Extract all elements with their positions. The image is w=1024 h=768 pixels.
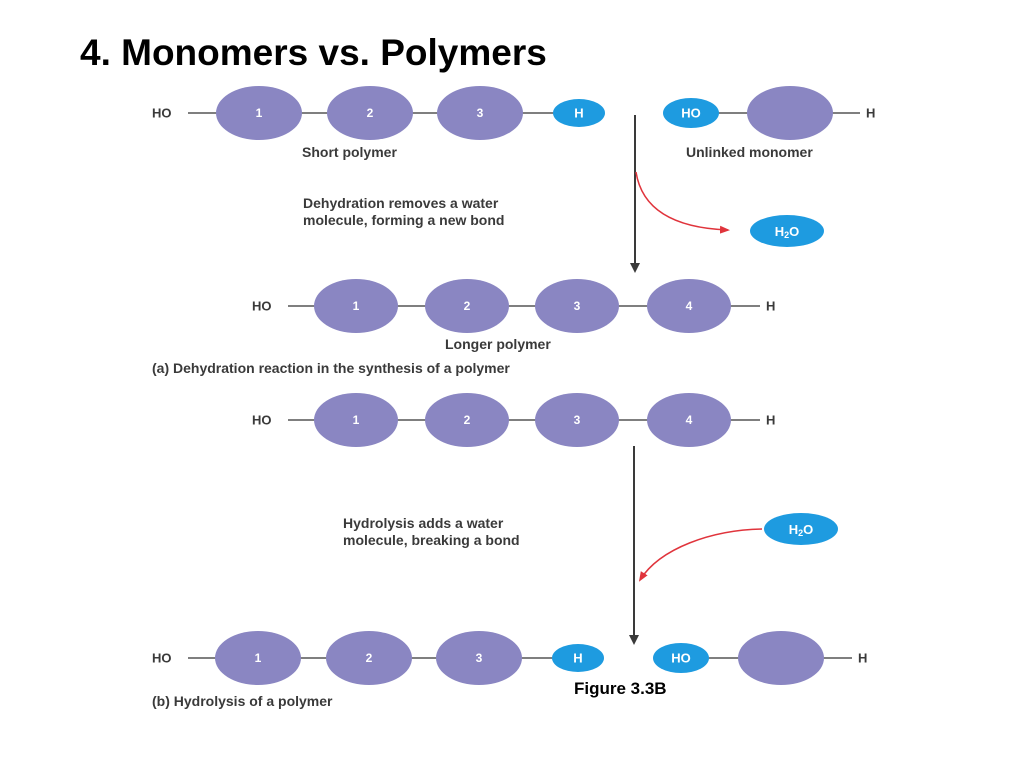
monomer-2 xyxy=(425,393,509,447)
water-addition-arrow xyxy=(638,528,763,582)
hydrolysis-description-line2: molecule, breaking a bond xyxy=(343,532,520,548)
monomer-2-label: 2 xyxy=(367,106,374,120)
water-molecule-label: H2O xyxy=(775,224,800,241)
monomer-3 xyxy=(535,279,619,333)
dehydration-description-line1: Dehydration removes a water xyxy=(303,195,499,211)
monomer-2-label: 2 xyxy=(464,413,471,427)
monomer-2 xyxy=(326,631,412,685)
hydroxyl-group xyxy=(663,98,719,128)
unlinked-monomer-right-end: H xyxy=(866,106,875,121)
product-monomer-circle xyxy=(738,631,824,685)
monomer-3-label: 3 xyxy=(574,413,581,427)
monomer-3 xyxy=(436,631,522,685)
monomer-1 xyxy=(314,279,398,333)
monomer-1-label: 1 xyxy=(256,106,263,120)
hydrolysis-product-monomer: HO H xyxy=(653,631,867,685)
unlinked-monomer-label: Unlinked monomer xyxy=(686,144,813,160)
hydrolysis-start-polymer: HO 1 2 3 4 H xyxy=(252,393,775,447)
panel-a-label: (a) Dehydration reaction in the synthesi… xyxy=(152,360,510,376)
longer-polymer-left-end: HO xyxy=(252,299,272,314)
figure-caption: Figure 3.3B xyxy=(574,679,667,698)
monomer-2-label: 2 xyxy=(366,651,373,665)
longer-polymer-right-end: H xyxy=(766,299,775,314)
monomer-4 xyxy=(647,279,731,333)
monomer-1 xyxy=(215,631,301,685)
longer-polymer: HO 1 2 3 4 H Longer polymer xyxy=(252,279,775,352)
start-polymer-right-end: H xyxy=(766,413,775,428)
water-molecule xyxy=(764,513,838,545)
hydrogen-group xyxy=(552,644,604,672)
product-polymer-left-end: HO xyxy=(152,651,172,666)
monomer-2 xyxy=(425,279,509,333)
hydrolysis-product-polymer: HO 1 2 3 H xyxy=(152,631,604,685)
monomer-2-label: 2 xyxy=(464,299,471,313)
monomer-3-label: 3 xyxy=(477,106,484,120)
water-release-arrow xyxy=(635,171,730,234)
hydroxyl-group-label: HO xyxy=(681,106,701,121)
short-polymer-label: Short polymer xyxy=(302,144,397,160)
water-molecule-label: H2O xyxy=(789,522,814,539)
unlinked-monomer: HO H Unlinked monomer xyxy=(663,86,875,160)
hydrogen-group-label: H xyxy=(574,106,583,121)
product-monomer-right-end: H xyxy=(858,651,867,666)
monomer-4-label: 4 xyxy=(686,299,693,313)
short-polymer: HO 1 2 3 H Short polymer xyxy=(152,86,605,160)
monomer-1-label: 1 xyxy=(255,651,262,665)
monomer-1-label: 1 xyxy=(353,413,360,427)
longer-polymer-label: Longer polymer xyxy=(445,336,551,352)
dehydration-description-line2: molecule, forming a new bond xyxy=(303,212,504,228)
hydrolysis-description-line1: Hydrolysis adds a water xyxy=(343,515,504,531)
water-molecule xyxy=(750,215,824,247)
short-polymer-left-end: HO xyxy=(152,106,172,121)
hydroxyl-group xyxy=(653,643,709,673)
monomer-2 xyxy=(327,86,413,140)
unlinked-monomer-circle xyxy=(747,86,833,140)
hydrogen-group-label: H xyxy=(573,651,582,666)
monomer-3 xyxy=(437,86,523,140)
monomer-4-label: 4 xyxy=(686,413,693,427)
monomer-3-label: 3 xyxy=(476,651,483,665)
monomer-3-label: 3 xyxy=(574,299,581,313)
hydroxyl-group-label: HO xyxy=(671,651,691,666)
monomer-4 xyxy=(647,393,731,447)
hydrogen-group xyxy=(553,99,605,127)
monomer-1-label: 1 xyxy=(353,299,360,313)
monomer-3 xyxy=(535,393,619,447)
slide-title: 4. Monomers vs. Polymers xyxy=(80,32,547,73)
monomer-1 xyxy=(314,393,398,447)
panel-b-label: (b) Hydrolysis of a polymer xyxy=(152,693,333,709)
monomer-1 xyxy=(216,86,302,140)
start-polymer-left-end: HO xyxy=(252,413,272,428)
